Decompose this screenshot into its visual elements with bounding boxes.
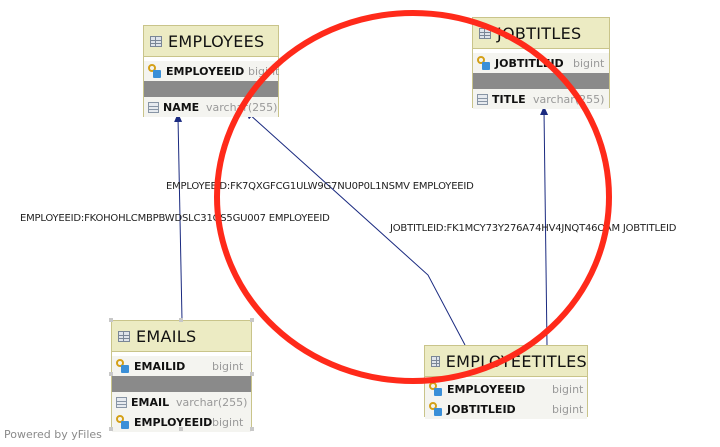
column-name: NAME [163, 100, 200, 114]
entity-employees[interactable]: EMPLOYEES EMPLOYEEID bigint NAME varchar… [143, 25, 279, 117]
entity-header[interactable]: EMPLOYEES [144, 26, 278, 57]
column-name: EMPLOYEEID [134, 415, 213, 429]
column-name: EMPLOYEEID [447, 382, 526, 396]
column-name: JOBTITLEID [447, 402, 516, 416]
primary-key-icon [148, 64, 162, 78]
section-divider [112, 376, 251, 392]
column-name: EMPLOYEEID [166, 64, 245, 78]
relation-label-jobtitle-fk: JOBTITLEID:FK1MCY73Y276A74HV4JNQT46OAM J… [390, 223, 677, 234]
selection-handle[interactable] [109, 318, 113, 322]
relation-line-employeetitles-jobtitles[interactable] [540, 106, 549, 346]
column-row[interactable]: EMPLOYEEID bigint [425, 379, 587, 399]
column-icon [116, 396, 127, 408]
selection-handle[interactable] [250, 427, 254, 431]
column-type: varchar(255) [533, 92, 605, 106]
table-icon [150, 35, 162, 47]
selection-handle[interactable] [250, 372, 254, 376]
foreign-key-icon [429, 402, 443, 416]
selection-handle[interactable] [109, 427, 113, 431]
section-divider [144, 81, 278, 97]
column-row[interactable]: EMAIL varchar(255) [112, 392, 251, 412]
column-row[interactable]: EMAILID bigint [112, 356, 251, 376]
foreign-key-icon [116, 415, 130, 429]
entity-emails[interactable]: EMAILS EMAILID bigint EMAIL varchar(255)… [111, 320, 252, 432]
column-icon [148, 101, 159, 113]
column-type: varchar(255) [176, 395, 248, 409]
entity-header[interactable]: JOBTITLES [473, 18, 609, 49]
table-icon [118, 330, 130, 342]
column-name: TITLE [492, 92, 526, 106]
primary-key-icon [116, 359, 130, 373]
column-name: EMAIL [131, 395, 170, 409]
relation-label-emails-fk: EMPLOYEEID:FKOHOHLCMBPBWDSLC31OS5GU007 E… [20, 213, 330, 224]
selection-handle[interactable] [109, 372, 113, 376]
entity-header[interactable]: EMAILS [112, 321, 251, 352]
relation-line-employeetitles-employees[interactable] [245, 110, 466, 346]
column-row[interactable]: EMPLOYEEID bigint [112, 412, 251, 432]
primary-key-icon [477, 56, 491, 70]
column-type: bigint [212, 415, 244, 429]
column-row[interactable]: JOBTITLEID bigint [425, 399, 587, 419]
entity-title: EMPLOYEETITLES [445, 351, 587, 371]
selection-handle[interactable] [179, 427, 183, 431]
entity-title: JOBTITLES [497, 23, 582, 43]
section-divider [473, 73, 609, 89]
highlight-circle [214, 10, 612, 384]
entity-title: EMPLOYEES [168, 31, 265, 51]
entity-title: EMAILS [136, 326, 197, 346]
column-icon [477, 93, 488, 105]
column-type: bigint [212, 359, 244, 373]
relation-label-employee-fk: EMPLOYEEID:FK7QXGFCG1ULW9G7NU0P0L1NSMV E… [166, 181, 474, 192]
column-type: bigint [573, 56, 605, 70]
table-icon [431, 355, 440, 367]
relation-line-emails-employees[interactable] [174, 113, 183, 321]
column-type: bigint [552, 402, 584, 416]
column-name: EMAILID [134, 359, 186, 373]
column-type: bigint [552, 382, 584, 396]
selection-handle[interactable] [250, 318, 254, 322]
selection-handle[interactable] [179, 318, 183, 322]
powered-by-label: Powered by yFiles [4, 428, 102, 441]
